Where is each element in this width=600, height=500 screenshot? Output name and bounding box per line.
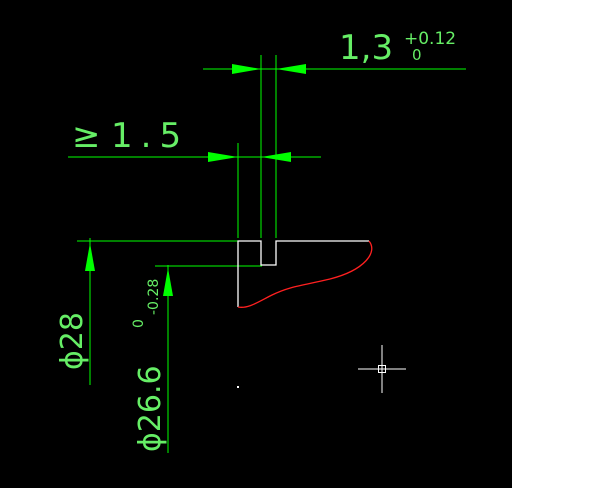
stray-point bbox=[237, 386, 239, 388]
cursor-pickbox bbox=[378, 365, 386, 373]
arrow-head-up-pointing bbox=[163, 268, 173, 296]
dim-text-outer-diameter: ϕ28 bbox=[55, 312, 90, 370]
dim-text-min-offset: 1.5 bbox=[111, 116, 189, 156]
dim-text-groove-diameter: ϕ26.6 bbox=[133, 365, 168, 452]
dimension-min-offset bbox=[68, 143, 321, 238]
dim-text-min-offset-symbol: ≥ bbox=[72, 116, 101, 156]
dim-text-groove-width: 1,3 bbox=[339, 28, 393, 68]
arrow-head-left-pointing bbox=[276, 64, 306, 74]
cad-drawing-canvas[interactable]: 1,3 +0.12 0 ≥ 1.5 ϕ28 bbox=[0, 0, 512, 488]
dimension-outer-diameter bbox=[77, 238, 238, 385]
cad-drawing: 1,3 +0.12 0 ≥ 1.5 ϕ28 bbox=[55, 28, 466, 453]
part-outline-left-and-groove bbox=[237, 240, 369, 307]
arrow-head-up-pointing bbox=[85, 243, 95, 271]
part-break-profile bbox=[237, 240, 373, 308]
arrow-head-left-pointing bbox=[261, 152, 291, 162]
arrow-head-right-pointing bbox=[232, 64, 261, 74]
dimension-groove-width bbox=[203, 55, 466, 238]
part-outline bbox=[237, 240, 369, 307]
dim-tol-upper-groove-diameter: 0 bbox=[131, 319, 147, 328]
dim-tol-lower-groove-diameter: -0.28 bbox=[146, 279, 162, 315]
arrow-head-right-pointing bbox=[208, 152, 238, 162]
dim-tol-lower-groove-width: 0 bbox=[412, 46, 422, 64]
dimension-groove-diameter bbox=[155, 265, 262, 453]
crosshair-cursor bbox=[358, 345, 406, 393]
dim-tol-upper-groove-width: +0.12 bbox=[404, 29, 456, 49]
